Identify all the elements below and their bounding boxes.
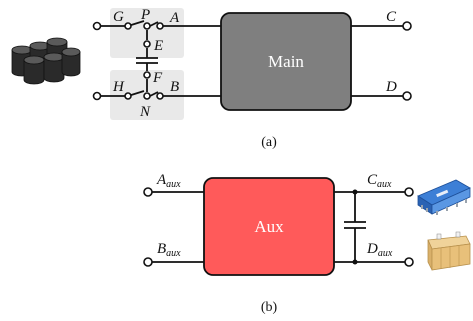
- aux-box-label: Aux: [254, 217, 284, 236]
- label-c-aux-sub: aux: [377, 179, 392, 190]
- label-b-aux-sub: aux: [166, 248, 181, 259]
- switch-contact: [124, 92, 132, 100]
- main-box-label: Main: [268, 52, 304, 71]
- label-e: E: [153, 38, 163, 54]
- label-d: D: [385, 79, 397, 95]
- label-a-aux-sub: aux: [166, 179, 181, 190]
- label-a: A: [169, 10, 180, 26]
- terminal-p: [143, 22, 151, 30]
- label-a-aux: Aaux: [156, 172, 181, 190]
- terminal-f: [143, 71, 151, 79]
- terminal-b: [156, 92, 164, 100]
- terminal-g: [92, 21, 102, 31]
- label-f: F: [152, 70, 163, 86]
- label-a-aux-main: A: [156, 172, 167, 188]
- terminal-b-aux: [143, 257, 153, 267]
- battery-pack-icon: [427, 231, 471, 271]
- capacitor-cans-icon: [11, 37, 81, 85]
- label-c-aux-main: C: [367, 172, 378, 188]
- label-b-aux-main: B: [157, 241, 166, 257]
- terminal-d-aux: [404, 257, 414, 267]
- terminal-n: [143, 92, 151, 100]
- terminal-e: [143, 40, 151, 48]
- main-diagram: G P A E F H B N Main C D (a): [11, 7, 412, 150]
- blue-module-icon: [417, 179, 471, 215]
- label-g: G: [113, 9, 124, 25]
- label-d-aux-sub: aux: [378, 248, 393, 259]
- aux-box: [203, 177, 335, 276]
- caption-b: (b): [261, 300, 278, 315]
- main-box: [220, 12, 352, 111]
- caption-a: (a): [261, 135, 277, 150]
- label-h: H: [112, 79, 125, 95]
- terminal-h: [92, 91, 102, 101]
- terminal-d: [402, 91, 412, 101]
- terminal-a-aux: [143, 187, 153, 197]
- label-b: B: [170, 79, 179, 95]
- switch-contact: [124, 22, 132, 30]
- label-c: C: [386, 9, 397, 25]
- terminal-a: [156, 22, 164, 30]
- label-d-aux: Daux: [366, 241, 393, 259]
- label-p: P: [140, 7, 150, 23]
- label-b-aux: Baux: [157, 241, 181, 259]
- terminal-c-aux: [404, 187, 414, 197]
- label-n: N: [139, 104, 151, 120]
- label-d-aux-main: D: [366, 241, 378, 257]
- terminal-c: [402, 21, 412, 31]
- label-c-aux: Caux: [367, 172, 392, 190]
- aux-diagram: Aaux Baux Aux Caux Daux: [143, 172, 471, 315]
